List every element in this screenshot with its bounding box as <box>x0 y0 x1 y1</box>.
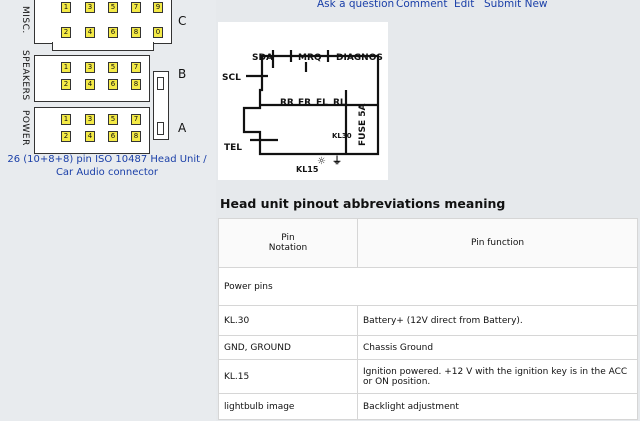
table-row: KL.15 Ignition powered. +12 V with the i… <box>218 359 638 394</box>
label-diagnos: DIAGNOS <box>336 53 383 63</box>
ground-icon: ⏚ <box>332 155 342 167</box>
connector-misc <box>34 0 172 44</box>
pinout-diagram: SDA MRQ DIAGNOS SCL RR FR FL RL TEL FUSE… <box>218 22 388 180</box>
pin-a2: 2 <box>61 131 71 142</box>
power-label: POWER <box>20 110 30 146</box>
label-fl: FL <box>316 98 328 108</box>
pin-a4: 4 <box>85 131 95 142</box>
label-scl: SCL <box>222 73 241 83</box>
pin-cell: KL.30 <box>218 305 358 336</box>
connector-letter-b: B <box>178 67 187 81</box>
function-cell: Battery+ (12V direct from Battery). <box>357 305 638 336</box>
label-tel: TEL <box>224 143 242 153</box>
connector-panel: MISC. C SPEAKERS B POWER A 1 3 5 7 9 2 4… <box>0 0 216 421</box>
pin-c1: 1 <box>61 2 71 13</box>
misc-label: MISC. <box>20 6 30 34</box>
edit-link[interactable]: Edit <box>454 0 475 10</box>
pin-b2: 2 <box>61 79 71 90</box>
pin-a3: 3 <box>85 114 95 125</box>
label-kl15: KL15 <box>296 165 319 174</box>
function-cell: Chassis Ground <box>357 335 638 360</box>
pin-cell: lightbulb image <box>218 393 358 420</box>
connector-letter-a: A <box>178 121 187 135</box>
pin-b6: 6 <box>108 79 118 90</box>
pin-c0: 0 <box>153 27 163 38</box>
function-cell: Backlight adjustment <box>357 393 638 420</box>
pinout-table: Pin Notation Pin function Power pins KL.… <box>218 218 638 420</box>
clip-slot-top <box>157 77 164 90</box>
table-row: KL.30 Battery+ (12V direct from Battery)… <box>218 305 638 336</box>
pin-c6: 6 <box>108 27 118 38</box>
pin-c5: 5 <box>108 2 118 13</box>
header-pin-notation: Pin Notation <box>218 218 358 268</box>
label-fuse: FUSE 5A <box>358 104 368 146</box>
function-cell: Ignition powered. +12 V with the ignitio… <box>357 359 638 394</box>
pin-c3: 3 <box>85 2 95 13</box>
comment-link[interactable]: Comment <box>396 0 448 10</box>
section-title: Head unit pinout abbreviations meaning <box>220 196 506 211</box>
table-row: lightbulb image Backlight adjustment <box>218 393 638 420</box>
pinout-diagram-svg: SDA MRQ DIAGNOS SCL RR FR FL RL TEL FUSE… <box>222 50 383 174</box>
pin-c8: 8 <box>131 27 141 38</box>
table-header-row: Pin Notation Pin function <box>218 218 638 268</box>
pin-a7: 7 <box>131 114 141 125</box>
header-pin-function: Pin function <box>357 218 638 268</box>
label-rl: RL <box>333 98 346 108</box>
pin-b8: 8 <box>131 79 141 90</box>
pin-cell: KL.15 <box>218 359 358 394</box>
speakers-label: SPEAKERS <box>20 50 30 101</box>
pin-c9: 9 <box>153 2 163 13</box>
pin-b7: 7 <box>131 62 141 73</box>
table-row: GND, GROUND Chassis Ground <box>218 335 638 360</box>
label-rr: RR <box>280 98 294 108</box>
pin-b3: 3 <box>85 62 95 73</box>
connector-misc-notch <box>52 42 154 51</box>
pin-cell: GND, GROUND <box>218 335 358 360</box>
pin-cell: Power pins <box>218 267 638 306</box>
submit-new-link[interactable]: Submit New <box>484 0 548 10</box>
pin-b5: 5 <box>108 62 118 73</box>
label-mrq: MRQ <box>298 53 322 63</box>
pin-a1: 1 <box>61 114 71 125</box>
label-kl30: KL30 <box>332 132 352 140</box>
lightbulb-icon: ☼ <box>317 156 326 167</box>
connector-caption[interactable]: 26 (10+8+8) pin ISO 10487 Head Unit / Ca… <box>7 154 207 178</box>
top-nav: Ask a question Comment Edit Submit New <box>300 0 640 14</box>
table-row: Power pins <box>218 267 638 306</box>
pin-b1: 1 <box>61 62 71 73</box>
pin-a6: 6 <box>108 131 118 142</box>
pin-c2: 2 <box>61 27 71 38</box>
label-sda: SDA <box>252 53 273 63</box>
label-fr: FR <box>298 98 311 108</box>
pin-a5: 5 <box>108 114 118 125</box>
pin-c4: 4 <box>85 27 95 38</box>
pin-a8: 8 <box>131 131 141 142</box>
ask-question-link[interactable]: Ask a question <box>317 0 395 10</box>
pin-c7: 7 <box>131 2 141 13</box>
pin-b4: 4 <box>85 79 95 90</box>
connector-letter-c: C <box>178 14 187 28</box>
clip-slot-bottom <box>157 122 164 135</box>
